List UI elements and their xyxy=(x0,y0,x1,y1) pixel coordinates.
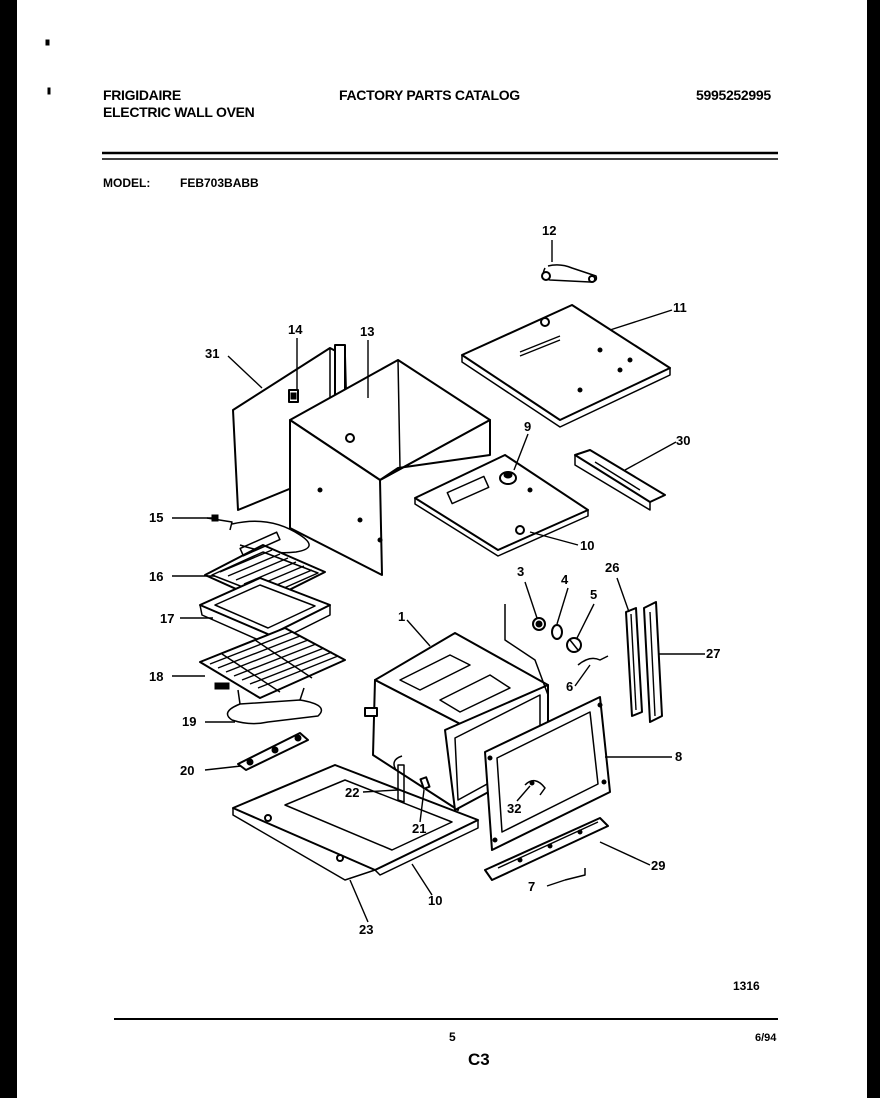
callout-9: 9 xyxy=(524,419,532,434)
callout-14: 14 xyxy=(288,322,303,337)
callout-27: 27 xyxy=(706,646,721,661)
callout-10-upper: 10 xyxy=(580,538,595,553)
part-13-wrapper xyxy=(289,359,491,576)
model-label: MODEL: xyxy=(103,176,151,190)
part-19-bake-element xyxy=(226,687,323,725)
section-code: C3 xyxy=(468,1050,490,1069)
callout-4: 4 xyxy=(561,572,569,587)
brand-name: FRIGIDAIRE xyxy=(103,87,181,103)
product-name: ELECTRIC WALL OVEN xyxy=(103,104,255,120)
catalog-number: 5995252995 xyxy=(696,87,771,103)
callout-22: 22 xyxy=(345,785,360,800)
part-10-upper-panel xyxy=(414,454,589,557)
callout-29: 29 xyxy=(651,858,666,873)
callout-7: 7 xyxy=(528,879,536,894)
part-30-bracket xyxy=(574,449,666,511)
figure-number: 1316 xyxy=(733,979,760,993)
callout-32: 32 xyxy=(507,801,522,816)
callout-8: 8 xyxy=(675,749,683,764)
callout-21: 21 xyxy=(412,821,427,836)
callout-10-lower: 10 xyxy=(428,893,443,908)
callout-6: 6 xyxy=(566,679,574,694)
callout-16: 16 xyxy=(149,569,164,584)
callout-11: 11 xyxy=(673,300,687,315)
callout-17: 17 xyxy=(160,611,175,626)
model-number: FEB703BABB xyxy=(180,176,259,190)
part-29-vent-strip xyxy=(484,817,609,881)
catalog-sheet xyxy=(17,0,867,1098)
part-12-harness-clip xyxy=(541,264,598,283)
scan-speck xyxy=(47,87,51,95)
page-number: 5 xyxy=(449,1030,456,1044)
callout-12: 12 xyxy=(542,223,557,238)
part-22-hinge xyxy=(393,755,405,803)
revision-date: 6/94 xyxy=(755,1032,777,1044)
part-6-spring xyxy=(577,655,609,666)
part-18-oven-rack xyxy=(199,627,346,699)
callout-20: 20 xyxy=(180,763,195,778)
callout-30: 30 xyxy=(676,433,691,448)
part-26-trim xyxy=(625,607,643,717)
part-5-lamp-socket xyxy=(566,637,582,653)
callout-1: 1 xyxy=(398,609,406,624)
catalog-title: FACTORY PARTS CATALOG xyxy=(339,87,520,103)
part-3-knob xyxy=(532,617,546,631)
part-20-terminal-block xyxy=(237,732,309,771)
part-8-front-frame xyxy=(484,696,611,851)
wire-harness xyxy=(504,604,549,696)
callout-26: 26 xyxy=(605,560,620,575)
callout-5: 5 xyxy=(590,587,598,602)
callout-19: 19 xyxy=(182,714,197,729)
part-27-side-trim xyxy=(643,601,663,723)
part-21-screw xyxy=(419,776,431,790)
callout-3: 3 xyxy=(517,564,525,579)
callout-18: 18 xyxy=(149,669,164,684)
part-32-latch xyxy=(524,779,546,796)
part-7-clip xyxy=(564,868,586,881)
callout-15: 15 xyxy=(149,510,164,525)
part-15-terminal xyxy=(206,514,233,531)
leader-lines xyxy=(172,240,705,923)
callout-31: 31 xyxy=(205,346,220,361)
part-4-bulb xyxy=(551,624,563,640)
scan-speck xyxy=(45,39,50,46)
part-23-bottom-panel xyxy=(232,764,479,881)
part-9-sensor xyxy=(499,471,517,485)
callout-13: 13 xyxy=(360,324,375,339)
callout-23: 23 xyxy=(359,922,374,937)
part-11-top-panel xyxy=(461,304,671,428)
part-14-clip xyxy=(288,389,299,403)
